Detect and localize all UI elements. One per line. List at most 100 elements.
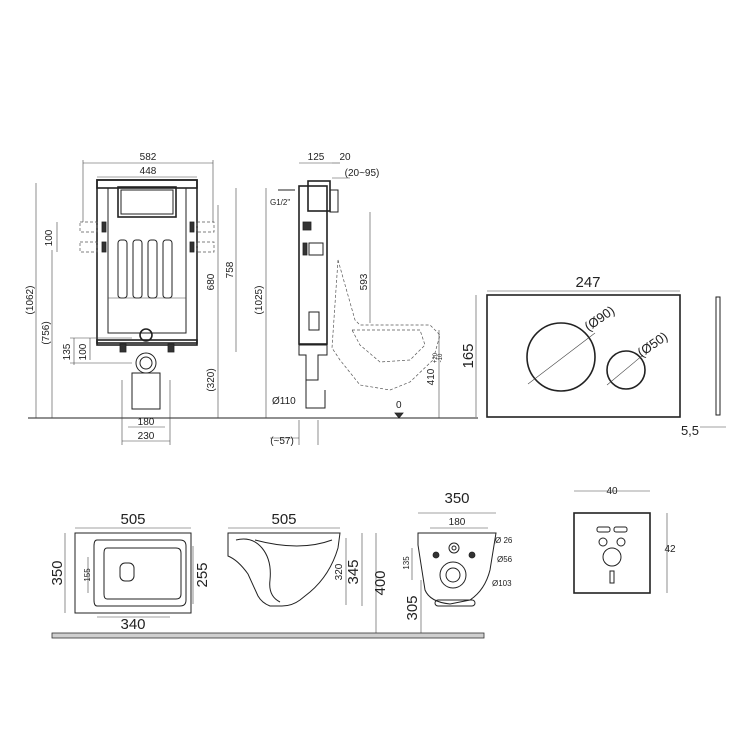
dim-zero: 0 [396,400,402,411]
bowl-side-curve [235,538,281,603]
dim-448: 448 [140,166,157,177]
floor-slab [51,632,485,639]
large-button [526,322,596,392]
dim-345: 345 [345,559,362,584]
dim-d110: Ø110 [272,396,296,407]
dim-40: 40 [606,486,618,497]
bracket-left-bottom [79,241,98,253]
dim-505-top: 505 [120,511,145,528]
soundmat-slot-bottom [609,570,615,584]
foot-left [119,343,127,353]
bowl-top-outer [74,532,192,614]
bowl-back-base [434,599,476,607]
dim-1062: (1062) [25,286,36,315]
drain-back-inner [445,567,461,583]
dim-400: 400 [372,570,389,595]
cistern-rib [117,239,128,299]
bracket-right-bottom [196,241,215,253]
dim-135: 135 [62,343,73,360]
bracket-right-mark [189,221,195,233]
soundmat-drain-hole [602,547,622,567]
cistern-rib [162,239,173,299]
soundmat-slot-left [596,526,611,533]
bowl-top-rim [93,539,187,607]
dim-d103: Ø103 [492,579,512,588]
flush-plate-outline [486,294,681,418]
bowl-top-view: 505 350 155 340 255 [49,511,211,633]
dim-180: 180 [138,417,155,428]
dim-20: 20 [339,152,351,163]
bowl-side-rim [254,539,333,547]
drain-pipe-front [135,352,157,374]
foot-right [167,343,175,353]
zero-marker-icon [394,412,404,419]
flush-opening-inner [120,189,174,215]
dim-d50: (Ø50) [635,329,671,360]
bowl-top-drain [119,562,135,582]
dim-505-side: 505 [271,511,296,528]
tol-dn: -10 [438,353,444,362]
flush-opening [117,186,177,218]
soundmat-slot-right [613,526,628,533]
wc-bowl-inner-dashed [351,329,426,363]
frame-front-view: 582 448 (1062) (756) 100 135 100 680 758… [25,152,478,445]
water-inlet-back [448,542,460,554]
wc-bowl-dashed [331,259,441,391]
dim-180-back: 180 [449,517,466,528]
water-inlet-back-inner [451,545,457,551]
dia-line-small [606,354,644,386]
dim-d26: Ø 26 [495,536,513,545]
dim-230: 230 [138,431,155,442]
drain-pipe-inner [139,356,153,370]
frame-side-body [298,185,328,345]
bracket-left-mark [101,241,107,253]
tol-up: +20 [433,352,439,363]
dia-line-large [527,332,596,385]
dim-582: 582 [140,152,157,163]
dim-320-side: 320 [334,563,345,580]
drain-side [298,344,328,381]
dim-758: 758 [225,261,236,278]
dim-680: 680 [206,273,217,290]
drain-bend-side [305,380,326,409]
fixing-hole-left [432,551,440,559]
drain-elbow [131,372,161,410]
front-plate-side [329,189,339,213]
dim-42: 42 [664,544,676,555]
inlet-g12: G1/2" [270,198,290,207]
dim-756: (756) [41,321,52,344]
dim-d56: Ø56 [497,555,513,564]
dim-5-5: 5,5 [681,423,699,438]
bracket-right-mark [189,241,195,253]
soundmat-outline [573,512,651,594]
bracket-left-top [79,221,98,233]
dim-135-back: 135 [402,556,411,570]
frame-bottom-bar [96,339,198,346]
frame-side-view: G1/2" 125 20 (20~95) (1025) 593 410 +20 … [254,152,444,447]
bracket-left-mark [101,221,107,233]
cistern-body [107,187,187,334]
plate-profile [715,296,721,416]
dim-320: (320) [206,368,217,391]
frame-outline [96,179,198,344]
bowl-side-view: 505 320 345 400 [227,511,389,633]
dim-305: 305 [404,595,421,620]
dim-1025: (1025) [254,286,265,315]
bracket-side-mark [302,242,308,256]
dim-255: 255 [194,562,211,587]
small-button [606,350,646,390]
bowl-back-view: 350 180 135 305 Ø 26 Ø56 Ø103 [402,490,513,633]
bracket-side-lower [308,242,324,256]
bracket-side [302,221,312,231]
dim-410: 410 [426,368,437,385]
fixing-hole-right [468,551,476,559]
dim-100-bottom: 100 [78,343,89,360]
bowl-side-outline [227,532,341,607]
soundmat-hole-left [598,537,608,547]
bowl-back-outline [417,532,497,605]
dim-165: 165 [460,343,477,368]
water-outlet [139,328,153,342]
dim-d90: (Ø90) [582,303,618,334]
cistern-rib [147,239,158,299]
